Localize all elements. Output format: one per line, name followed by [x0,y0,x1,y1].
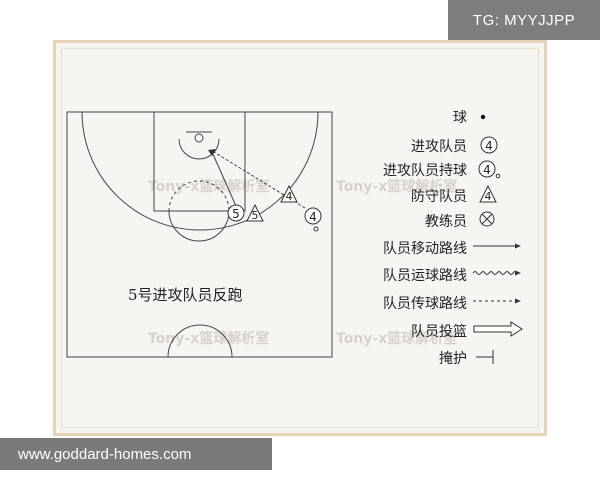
ball-icon [313,226,319,232]
offense-player-5-circle [227,204,245,222]
offense-player-4-number: 4 [309,210,317,224]
restricted-arc [178,138,220,160]
half-court-boundary [66,111,333,358]
legend-label-movement-path: 队员移动路线 [383,241,467,257]
center-circle-half [167,324,233,358]
movement-path-line [211,151,237,207]
footer-url-tag[interactable]: www.goddard-homes.com [0,438,272,470]
offense-player-icon [480,136,498,154]
free-throw-circle-lower [168,210,230,242]
header-tag: TG: MYYJJPP [448,0,600,40]
diagram-inner-border [61,48,539,428]
dribble-line-icon [472,271,518,275]
offense-player-ball-icon [478,160,496,178]
offense-player-ball-icon-number: 4 [483,163,491,177]
legend-label-shot: 队员投篮 [411,324,467,340]
pass-arrowhead-icon [515,298,521,304]
watermark: Tony-x篮球解析室 [148,179,270,195]
movement-arrowhead-icon [515,243,521,249]
paint-lane [153,111,246,212]
legend-label-offense-with-ball: 进攻队员持球 [383,163,467,179]
dribble-arrowhead-icon [515,270,521,276]
watermark: Tony-x篮球解析室 [336,331,458,347]
held-ball-icon [495,173,501,179]
defense-player-5-number: 5 [252,209,259,222]
watermark: Tony-x篮球解析室 [148,331,270,347]
diagram-caption: 5号进攻队员反跑 [128,286,243,304]
path-arrowhead [208,149,216,156]
legend-label-dribble-path: 队员运球路线 [383,268,467,284]
defense-player-4-number: 4 [286,190,293,203]
offense-player-4-circle [304,207,322,225]
watermark: Tony-x篮球解析室 [336,179,458,195]
legend-label-ball: 球 [453,110,467,126]
legend-label-pass-path: 队员传球路线 [383,296,467,312]
free-throw-circle-upper [168,180,230,212]
offense-player-5-number: 5 [232,207,240,221]
three-point-arc [81,111,319,231]
defense-player-4-triangle [280,184,298,203]
legend-label-screen: 掩护 [439,351,467,367]
coach-icon [479,211,495,227]
shot-arrow-icon [473,321,523,337]
legend-label-defense-player: 防守队员 [411,189,467,205]
legend-label-coach: 教练员 [425,214,467,230]
diagram-frame [53,40,547,436]
defense-player-5-triangle [246,203,264,222]
defense-player-icon [479,184,497,203]
legend-label-offense-player: 进攻队员 [411,139,467,155]
hoop [194,133,204,143]
offense-player-icon-number: 4 [485,139,493,153]
defense-player-icon-number: 4 [485,190,492,203]
ball-dot-icon [480,114,486,120]
